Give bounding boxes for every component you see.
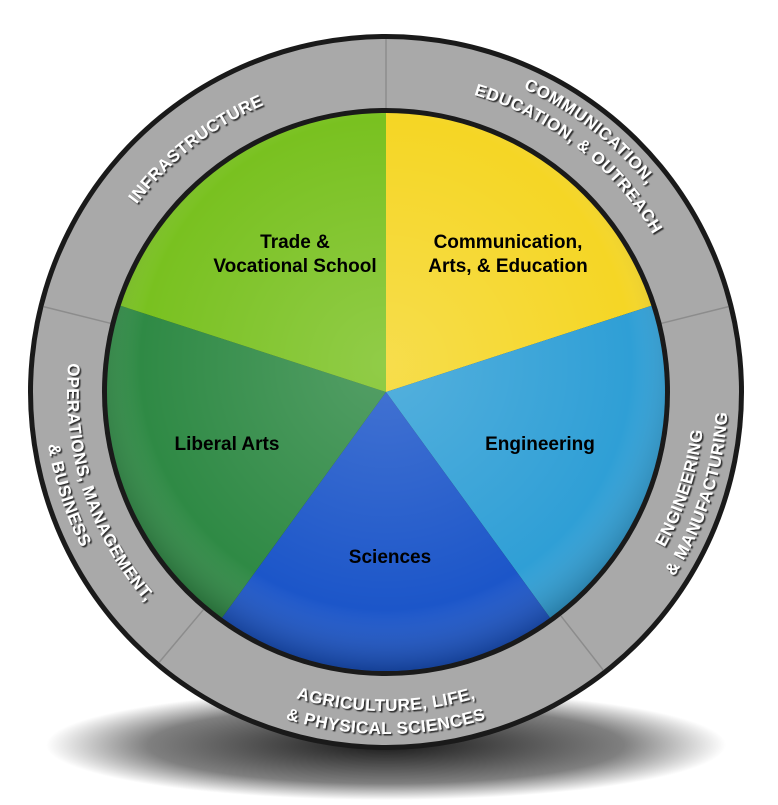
pie-slice-label: Vocational School — [213, 256, 376, 277]
ring-divider — [560, 615, 604, 671]
pie-slice-label: Trade & — [260, 232, 330, 253]
pie-slice-label: Sciences — [349, 547, 431, 568]
pie-shine — [107, 113, 665, 671]
ring-divider — [43, 305, 111, 325]
pie-slice-label: Engineering — [485, 434, 595, 455]
pie-slice-label: Liberal Arts — [175, 434, 280, 455]
ring-divider — [661, 305, 729, 325]
pie-slice-label: Communication, — [434, 232, 583, 253]
ring-divider — [158, 609, 205, 663]
pie-slice-label: Arts, & Education — [428, 256, 587, 277]
